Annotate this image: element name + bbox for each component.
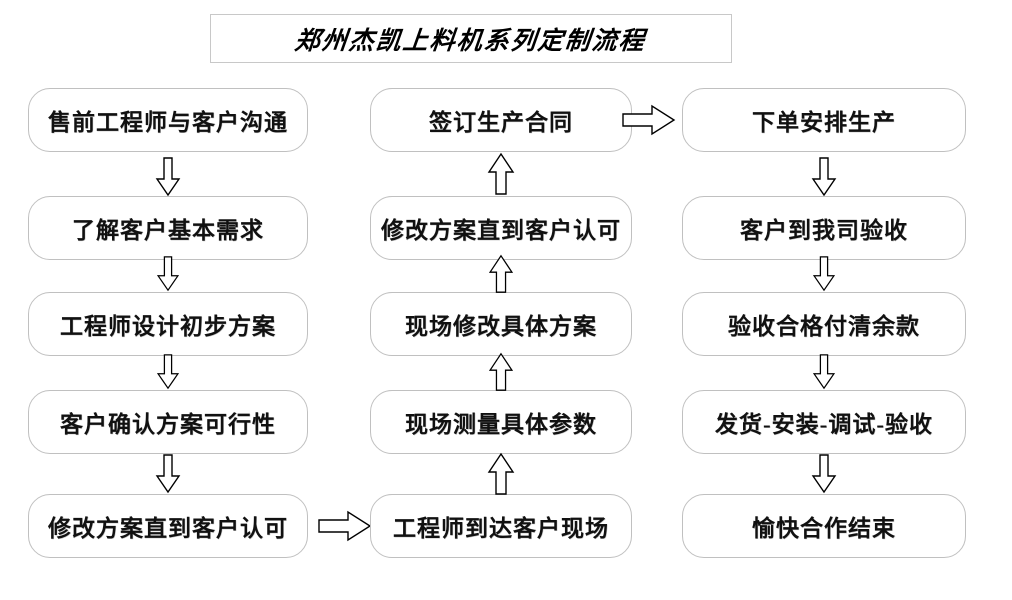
process-box-middle-2[interactable]: 修改方案直到客户认可 xyxy=(370,196,632,260)
down-arrow-icon xyxy=(155,157,181,197)
process-box-left-3[interactable]: 工程师设计初步方案 xyxy=(28,292,308,356)
process-box-label: 工程师设计初步方案 xyxy=(60,314,276,339)
process-box-label: 工程师到达客户现场 xyxy=(393,516,609,541)
up-arrow-icon xyxy=(487,152,515,196)
process-box-right-5[interactable]: 愉快合作结束 xyxy=(682,494,966,558)
process-box-label: 修改方案直到客户认可 xyxy=(48,516,288,541)
process-box-right-4[interactable]: 发货-安装-调试-验收 xyxy=(682,390,966,454)
down-arrow-icon xyxy=(155,354,181,394)
process-box-label: 了解客户基本需求 xyxy=(72,218,264,243)
process-box-label: 发货-安装-调试-验收 xyxy=(715,412,933,437)
down-arrow-icon xyxy=(811,157,837,197)
up-arrow-icon xyxy=(487,452,515,496)
process-box-label: 愉快合作结束 xyxy=(752,516,896,541)
down-arrow-icon xyxy=(811,354,837,394)
process-box-label: 下单安排生产 xyxy=(752,110,896,135)
process-box-left-1[interactable]: 售前工程师与客户沟通 xyxy=(28,88,308,152)
down-arrow-icon xyxy=(811,454,837,494)
process-box-label: 现场测量具体参数 xyxy=(405,412,597,437)
process-box-middle-5[interactable]: 工程师到达客户现场 xyxy=(370,494,632,558)
down-arrow-icon xyxy=(155,454,181,494)
process-box-label: 售前工程师与客户沟通 xyxy=(48,110,288,135)
process-box-middle-3[interactable]: 现场修改具体方案 xyxy=(370,292,632,356)
process-box-label: 客户确认方案可行性 xyxy=(60,412,276,437)
process-box-left-5[interactable]: 修改方案直到客户认可 xyxy=(28,494,308,558)
chart-title: 郑州杰凯上料机系列定制流程 xyxy=(293,27,648,55)
right-arrow-icon xyxy=(318,509,372,543)
process-box-right-3[interactable]: 验收合格付清余款 xyxy=(682,292,966,356)
process-box-label: 验收合格付清余款 xyxy=(728,314,920,339)
process-box-label: 修改方案直到客户认可 xyxy=(381,218,621,243)
process-box-middle-1[interactable]: 签订生产合同 xyxy=(370,88,632,152)
down-arrow-icon xyxy=(155,256,181,296)
down-arrow-icon xyxy=(811,256,837,296)
process-box-label: 签订生产合同 xyxy=(429,110,573,135)
process-box-left-4[interactable]: 客户确认方案可行性 xyxy=(28,390,308,454)
chart-title-box: 郑州杰凯上料机系列定制流程 xyxy=(210,14,732,63)
process-box-middle-4[interactable]: 现场测量具体参数 xyxy=(370,390,632,454)
process-box-right-2[interactable]: 客户到我司验收 xyxy=(682,196,966,260)
process-box-left-2[interactable]: 了解客户基本需求 xyxy=(28,196,308,260)
process-box-right-1[interactable]: 下单安排生产 xyxy=(682,88,966,152)
process-box-label: 现场修改具体方案 xyxy=(405,314,597,339)
process-box-label: 客户到我司验收 xyxy=(740,218,908,243)
